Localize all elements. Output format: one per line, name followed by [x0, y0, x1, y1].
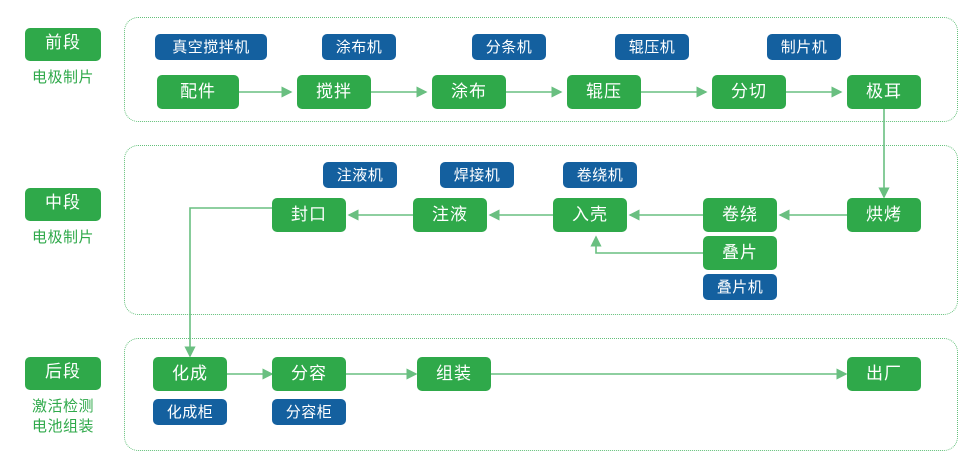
process-node-mixing[interactable]: 搅拌	[297, 75, 371, 109]
machine-tag-welder[interactable]: 焊接机	[440, 162, 514, 188]
connector-stacking-to-casing	[588, 225, 713, 265]
process-node-stacking[interactable]: 叠片	[703, 236, 777, 270]
stage-sub-back-line2: 电池组装	[31, 417, 94, 435]
connector-parts-to-mixing	[239, 85, 301, 99]
stage-chip-middle: 中段	[25, 188, 101, 221]
stage-container-middle	[124, 145, 958, 315]
connector-grading-to-assembly	[346, 367, 426, 381]
connector-rolling-to-slitting	[641, 85, 716, 99]
machine-tag-stacker[interactable]: 叠片机	[703, 274, 777, 300]
machine-tag-vacuum-mixer[interactable]: 真空搅拌机	[155, 34, 267, 60]
machine-tag-electrolyte-filler[interactable]: 注液机	[323, 162, 397, 188]
process-node-tab[interactable]: 极耳	[847, 75, 921, 109]
machine-tag-sheet-maker[interactable]: 制片机	[767, 34, 841, 60]
process-node-slitting[interactable]: 分切	[712, 75, 786, 109]
machine-tag-grading-cabinet[interactable]: 分容柜	[272, 399, 346, 425]
process-node-baking[interactable]: 烘烤	[847, 198, 921, 232]
machine-tag-roller-press[interactable]: 辊压机	[615, 34, 689, 60]
stage-sub-front: 电极制片	[31, 68, 94, 86]
connector-sealing-to-formation	[180, 200, 285, 370]
stage-sub-middle: 电极制片	[31, 228, 94, 246]
stage-label-front: 前段 电极制片	[8, 28, 118, 87]
connector-slitting-to-tab	[786, 85, 851, 99]
stage-container-front	[124, 17, 958, 122]
process-node-assembly[interactable]: 组装	[417, 357, 491, 391]
process-node-winding[interactable]: 卷绕	[703, 198, 777, 232]
connector-winding-to-casing	[620, 208, 706, 222]
machine-tag-formation-cabinet[interactable]: 化成柜	[153, 399, 227, 425]
machine-tag-slitter[interactable]: 分条机	[472, 34, 546, 60]
connector-mixing-to-coating	[371, 85, 436, 99]
connector-formation-to-grading	[227, 367, 282, 381]
stage-label-middle: 中段 电极制片	[8, 188, 118, 247]
connector-tab-to-baking	[877, 109, 891, 205]
connector-baking-to-winding	[770, 208, 850, 222]
process-node-shipment[interactable]: 出厂	[847, 357, 921, 391]
process-node-casing[interactable]: 入壳	[553, 198, 627, 232]
process-node-rolling[interactable]: 辊压	[567, 75, 641, 109]
stage-chip-back: 后段	[25, 357, 101, 390]
connector-casing-to-filling	[480, 208, 556, 222]
stage-label-back: 后段 激活检测 电池组装	[8, 357, 118, 436]
process-node-parts[interactable]: 配件	[157, 75, 239, 109]
process-node-grading[interactable]: 分容	[272, 357, 346, 391]
connector-coating-to-rolling	[506, 85, 571, 99]
process-node-electrolyte-filling[interactable]: 注液	[413, 198, 487, 232]
process-node-sealing[interactable]: 封口	[272, 198, 346, 232]
machine-tag-winder[interactable]: 卷绕机	[563, 162, 637, 188]
connector-assembly-to-shipment	[491, 367, 856, 381]
connector-filling-to-sealing	[339, 208, 417, 222]
stage-sub-back-line1: 激活检测	[31, 397, 94, 415]
stage-container-back	[124, 338, 958, 451]
stage-chip-front: 前段	[25, 28, 101, 61]
process-node-coating[interactable]: 涂布	[432, 75, 506, 109]
process-node-formation[interactable]: 化成	[153, 357, 227, 391]
machine-tag-coater[interactable]: 涂布机	[322, 34, 396, 60]
